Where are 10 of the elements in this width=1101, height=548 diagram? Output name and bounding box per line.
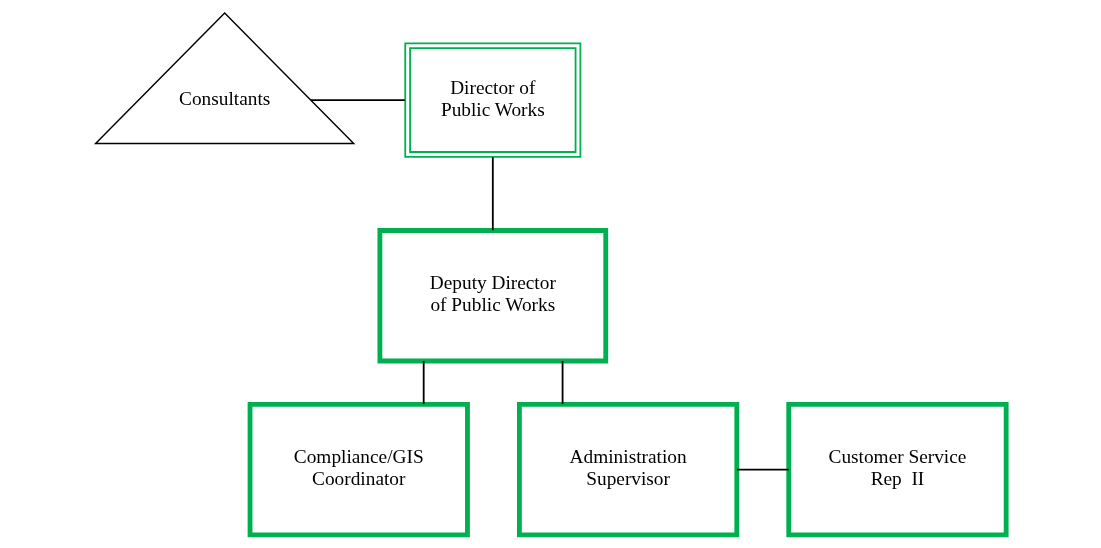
node-box: Customer Service Rep II (785, 402, 1009, 538)
node-box: Director of Public Works (403, 42, 581, 158)
connector (735, 468, 790, 471)
connector (491, 156, 494, 232)
connector (422, 360, 425, 405)
connector (561, 360, 563, 405)
node-box: Compliance/GIS Coordinator (247, 402, 470, 538)
node-box: Administration Supervisor (516, 402, 739, 538)
node-box: Deputy Director of Public Works (376, 228, 608, 364)
connector (309, 99, 406, 101)
